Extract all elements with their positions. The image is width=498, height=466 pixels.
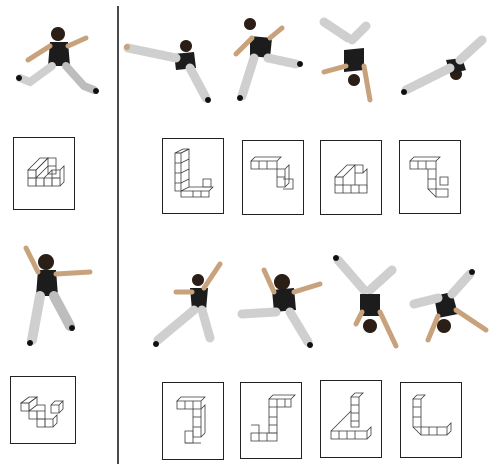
option-shape-card-2-2[interactable]: [240, 382, 302, 459]
option-figure-1-1: [118, 28, 218, 108]
option-figure-1-3: [310, 14, 394, 106]
triangle-penrose-b-cube-icon: [330, 392, 372, 440]
l-shape-cube-icon: [174, 148, 214, 198]
option-shape-card-2-3[interactable]: [320, 380, 382, 458]
z-stack-cube-icon: [176, 396, 206, 444]
dancer-silhouette: [23, 245, 93, 346]
option-shape-card-1-4[interactable]: [399, 140, 461, 214]
option-figure-1-2: [220, 14, 308, 104]
option-figure-2-3: [330, 252, 404, 352]
triangle-penrose-cube-icon: [27, 157, 65, 187]
hook-shape-cube-icon: [409, 156, 449, 198]
v-bend-cube-icon: [412, 394, 452, 436]
option-figure-2-2: [236, 262, 326, 348]
reference-figure-2: [12, 240, 112, 350]
reference-figure-1: [10, 20, 110, 130]
j-shape-cube-icon: [250, 394, 296, 442]
reference-shape-card-1[interactable]: [13, 137, 75, 210]
option-shape-card-1-3[interactable]: [320, 140, 382, 215]
option-figure-1-4: [396, 30, 488, 100]
option-shape-card-2-4[interactable]: [400, 382, 462, 458]
option-shape-card-1-1[interactable]: [162, 138, 224, 214]
zigzag-cube-icon: [250, 156, 294, 190]
reference-shape-card-2[interactable]: [10, 376, 76, 444]
option-figure-2-4: [408, 268, 492, 352]
option-shape-card-2-1[interactable]: [162, 382, 224, 460]
option-figure-2-1: [150, 258, 226, 354]
s-cluster-cube-icon: [19, 396, 64, 428]
option-shape-card-1-2[interactable]: [242, 140, 304, 215]
divider-line: [117, 6, 119, 464]
triangle-penrose-cube-icon: [334, 164, 368, 194]
dancer-silhouette: [16, 27, 99, 94]
